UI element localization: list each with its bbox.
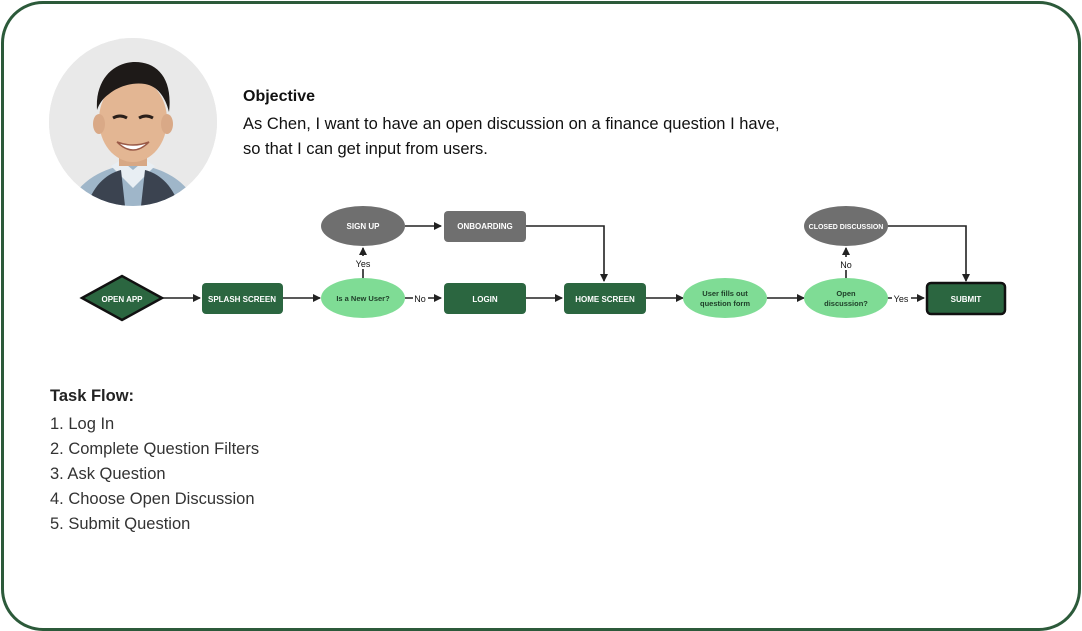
node-submit: SUBMIT — [925, 281, 1007, 316]
objective-title: Objective — [243, 88, 316, 105]
task-flow-step: 4. Choose Open Discussion — [50, 490, 255, 508]
objective-text: As Chen, I want to have an open discussi… — [243, 115, 780, 158]
task-flow-step: 1. Log In — [50, 415, 115, 433]
node-login: LOGIN — [444, 283, 526, 314]
task-flow-step: 5. Submit Question — [50, 515, 191, 533]
node-question-form: User fills out question form — [683, 278, 767, 318]
node-splash-screen-label: SPLASH SCREEN — [208, 295, 276, 304]
node-onboarding-label: ONBOARDING — [457, 222, 513, 231]
node-open-app: OPEN APP — [79, 274, 165, 322]
node-closed-discussion: CLOSED DISCUSSION — [804, 206, 888, 246]
arrow-onboarding-to-home — [526, 225, 608, 282]
node-question-form-line2: question form — [700, 299, 750, 308]
node-open-discussion-line1: Open — [836, 289, 856, 298]
task-flow-step: 3. Ask Question — [50, 465, 166, 483]
node-submit-label: SUBMIT — [951, 295, 982, 304]
task-flow-title: Task Flow: — [50, 387, 135, 405]
node-splash-screen: SPLASH SCREEN — [202, 283, 283, 314]
node-open-discussion-decision: Open discussion? — [804, 278, 888, 318]
label-no-discussion: No — [840, 260, 852, 270]
avatar-image — [49, 38, 217, 206]
label-yes-discussion: Yes — [894, 294, 909, 304]
node-home-screen: HOME SCREEN — [564, 283, 646, 314]
node-new-user-label: Is a New User? — [336, 294, 390, 303]
node-sign-up: SIGN UP — [321, 206, 405, 246]
task-flow-list: 1. Log In 2. Complete Question Filters 3… — [50, 412, 259, 537]
node-closed-discussion-label: CLOSED DISCUSSION — [809, 224, 884, 231]
label-yes-new-user: Yes — [356, 259, 371, 269]
arrow-closed-to-submit — [887, 225, 970, 282]
node-open-discussion-line2: discussion? — [824, 299, 868, 308]
node-login-label: LOGIN — [472, 295, 498, 304]
node-onboarding: ONBOARDING — [444, 211, 526, 242]
task-flow-step: 2. Complete Question Filters — [50, 440, 260, 458]
node-question-form-line1: User fills out — [702, 289, 748, 298]
persona-avatar — [49, 38, 217, 206]
label-no-new-user: No — [414, 294, 426, 304]
node-open-app-label: OPEN APP — [101, 295, 143, 304]
node-sign-up-label: SIGN UP — [347, 222, 381, 231]
node-home-screen-label: HOME SCREEN — [575, 295, 635, 304]
node-new-user-decision: Is a New User? — [321, 278, 405, 318]
